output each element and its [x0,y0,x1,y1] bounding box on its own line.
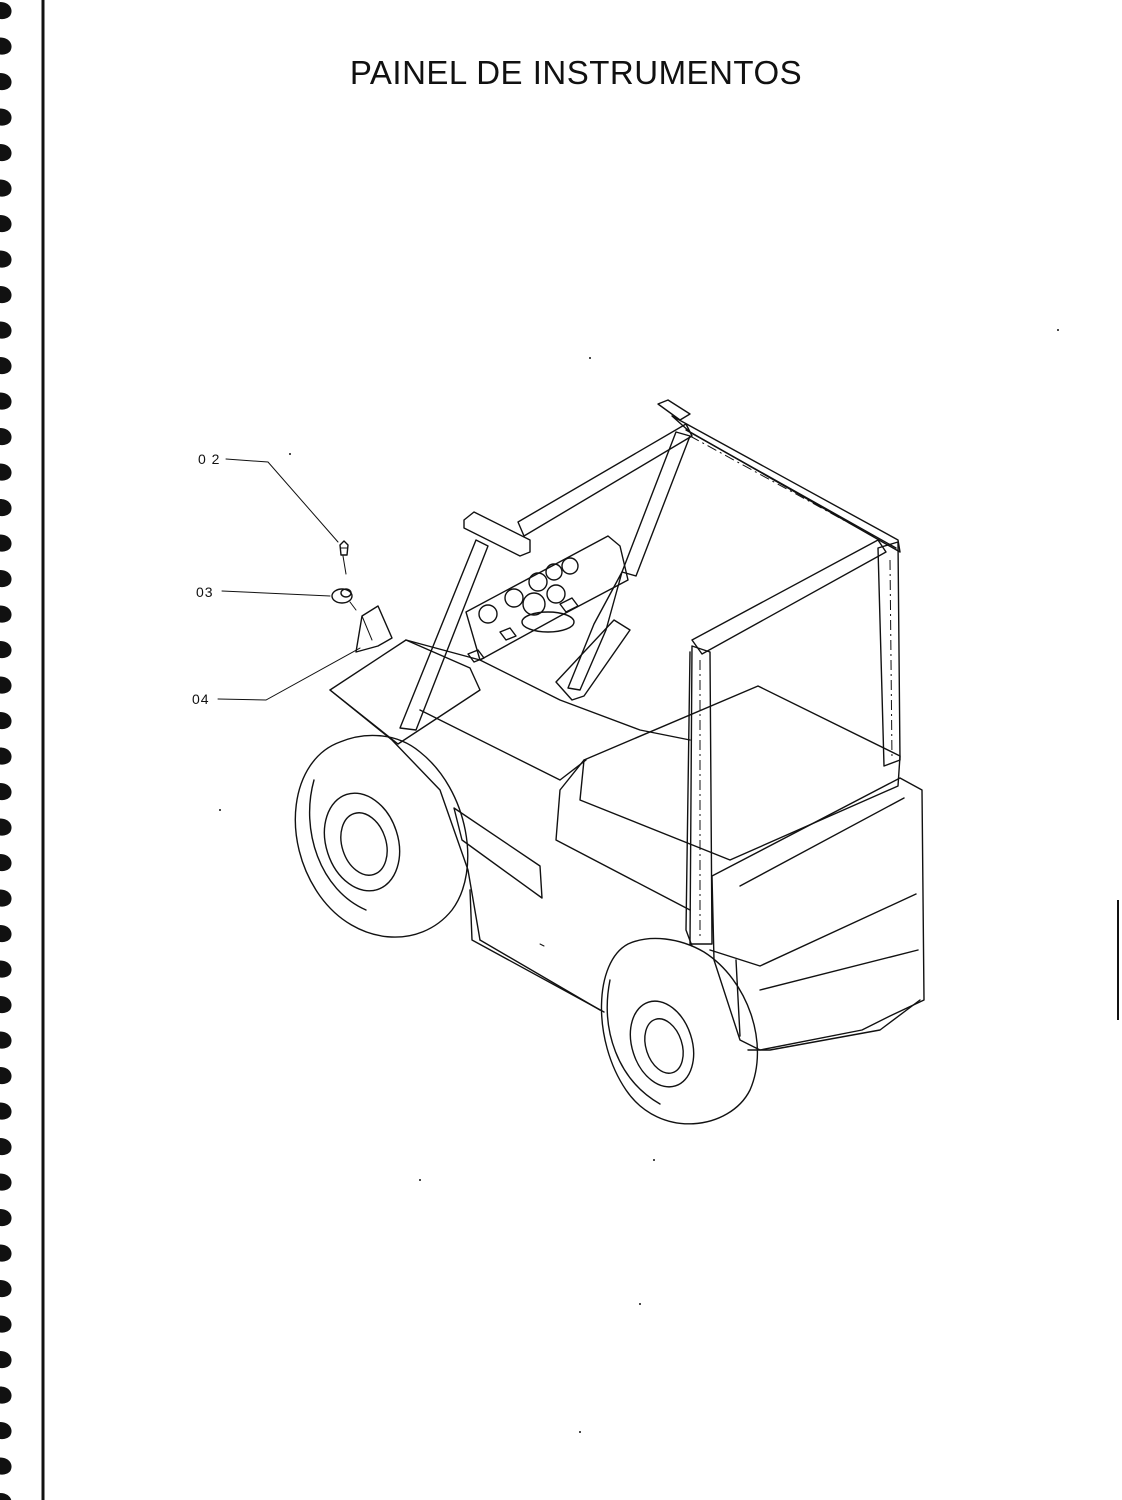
binding-hole [0,960,12,978]
leader-line-02 [225,458,339,543]
binding-hole [0,1351,12,1369]
binding-hole [0,499,12,517]
binding-hole [0,1209,12,1227]
binding-hole [0,854,12,872]
binding-hole [0,925,12,943]
binding-hole [0,889,12,907]
callout-04: 04 [192,647,361,707]
binding-hole [0,605,12,623]
spiral-binding-icon [0,0,45,1500]
binding-hole [0,1315,12,1333]
binding-hole [0,783,12,801]
binding-hole [0,357,12,375]
binding-hole [0,428,12,446]
binding-hole [0,37,12,55]
overhead-guard [399,399,901,947]
instrument-panel [465,535,629,663]
scan-specks [219,329,1119,1433]
binding-hole [0,818,12,836]
page-title: PAINEL DE INSTRUMENTOS [349,54,803,91]
binding-hole [0,1067,12,1085]
front-cowl [329,639,691,1013]
binding-hole [0,534,12,552]
lower-body [539,943,921,1051]
binding-hole [0,570,12,588]
binding-hole [0,144,12,162]
binding-hole [0,641,12,659]
bracket-plate-part-icon [355,605,393,653]
binding-hole [0,1138,12,1156]
switch-knob-part-icon [331,588,357,611]
binding-hole [0,1386,12,1404]
leader-line-03 [221,590,331,597]
binding-hole [0,1422,12,1440]
binding-hole [0,179,12,197]
callout-02: 0 2 [198,451,339,543]
leader-line-04 [217,647,361,701]
binding-hole [0,1457,12,1475]
binding-hole [0,676,12,694]
binding-hole [0,2,12,20]
binding-hole [0,250,12,268]
callout-label-03: 03 [196,584,214,600]
front-wheel [294,734,469,938]
binding-hole [0,747,12,765]
binding-hole [0,215,12,233]
binding-hole [0,463,12,481]
binding-hole [0,108,12,126]
seat-area [555,619,901,911]
binding-hole [0,286,12,304]
rear-wheel [600,937,759,1125]
binding-hole [0,996,12,1014]
callout-label-02: 0 2 [198,451,220,467]
binding-hole [0,73,12,91]
binding-hole [0,1031,12,1049]
binding-hole [0,712,12,730]
binding-hole [0,1102,12,1120]
screw-part-icon [339,540,349,575]
counterweight [709,777,925,1051]
binding-holes [0,2,12,1500]
callout-label-04: 04 [192,691,210,707]
binding-hole [0,1244,12,1262]
binding-hole [0,392,12,410]
binding-hole [0,1493,12,1500]
binding-hole [0,321,12,339]
callout-03: 03 [196,584,331,600]
binding-hole [0,1280,12,1298]
binding-hole [0,1173,12,1191]
